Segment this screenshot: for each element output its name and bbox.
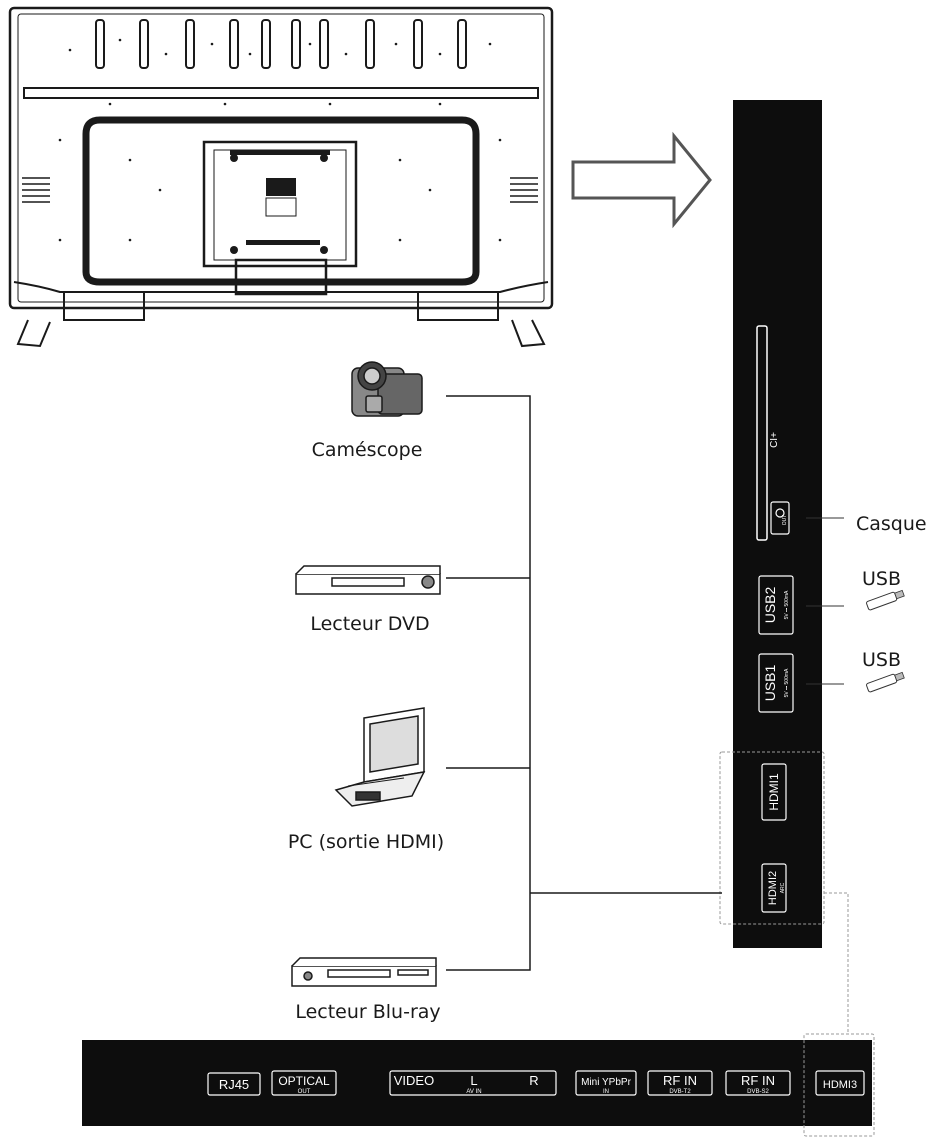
mini-ypbpr-port: Mini YPbPr IN xyxy=(575,1070,637,1096)
usb-label-1: USB xyxy=(862,568,901,590)
connection-lines xyxy=(446,395,722,971)
usb2-spec: 5V ⎓ 500mA xyxy=(784,590,790,619)
usb-stick-icon xyxy=(866,671,905,693)
rf-in-s2-label: RF IN xyxy=(741,1073,775,1088)
hdmi3-label: HDMI3 xyxy=(823,1079,857,1091)
usb1-port: USB1 5V ⎓ 500mA xyxy=(758,653,794,713)
usb1-label: USB1 xyxy=(762,665,778,702)
pc-label: PC (sortie HDMI) xyxy=(288,831,444,853)
laptop-icon xyxy=(334,707,426,807)
camcorder-icon xyxy=(351,361,423,417)
rj45-label: RJ45 xyxy=(219,1077,249,1092)
hdmi3-group-outline xyxy=(803,1033,875,1137)
ci-slot xyxy=(756,325,768,541)
headphone-icon xyxy=(775,508,785,518)
rf-in-s2-port: RF IN DVB-S2 xyxy=(725,1070,791,1096)
mini-ypbpr-in-label: IN xyxy=(603,1089,609,1095)
headphone-out-label: OUT xyxy=(782,515,788,526)
hdmi1-port: HDMI1 xyxy=(761,763,787,821)
rf-in-t2-label: RF IN xyxy=(663,1073,697,1088)
av-in-port: VIDEO L R AV IN xyxy=(389,1070,557,1096)
bottom-panel xyxy=(82,1040,872,1126)
l-label: L xyxy=(470,1073,477,1088)
rf-in-s2-sub: DVB-S2 xyxy=(747,1089,769,1095)
usb-stick-icon xyxy=(866,589,905,611)
hdmi2-arc: ARC xyxy=(780,882,786,893)
headphone-label: Casque xyxy=(856,513,927,535)
optical-port: OPTICAL OUT xyxy=(271,1070,337,1096)
optical-label: OPTICAL xyxy=(278,1074,330,1088)
hdmi3-dotted-connector xyxy=(824,892,849,1034)
hdmi2-port: HDMI2 ARC xyxy=(761,863,787,913)
usb-label-2: USB xyxy=(862,649,901,671)
tv-rear-rivets xyxy=(58,38,502,242)
r-label: R xyxy=(529,1073,538,1088)
arrow-icon xyxy=(571,131,712,229)
tv-rear-illustration xyxy=(8,6,554,348)
rf-in-t2-sub: DVB-T2 xyxy=(669,1089,691,1095)
rj45-port: RJ45 xyxy=(207,1072,261,1096)
mini-ypbpr-label: Mini YPbPr xyxy=(581,1077,632,1088)
bluray-player-icon xyxy=(291,957,437,987)
usb2-label: USB2 xyxy=(762,587,778,624)
av-in-label: AV IN xyxy=(466,1089,481,1095)
hdmi2-label: HDMI2 xyxy=(767,871,779,905)
ci-label: CI+ xyxy=(769,432,780,448)
hdmi3-port: HDMI3 xyxy=(815,1070,865,1096)
dvd-player-icon xyxy=(295,565,441,595)
bluray-label: Lecteur Blu-ray xyxy=(295,1001,440,1023)
usb1-spec: 5V ⎓ 500mA xyxy=(784,668,790,697)
side-panel xyxy=(733,100,822,948)
hdmi1-label: HDMI1 xyxy=(767,773,781,811)
usb2-port: USB2 5V ⎓ 500mA xyxy=(758,575,794,635)
headphone-jack: OUT xyxy=(770,501,790,535)
optical-out-label: OUT xyxy=(298,1089,311,1095)
rf-in-t2-port: RF IN DVB-T2 xyxy=(647,1070,713,1096)
video-label: VIDEO xyxy=(394,1073,434,1088)
camcorder-label: Caméscope xyxy=(312,439,423,461)
dvd-label: Lecteur DVD xyxy=(310,613,429,635)
hdmi-side-group-outline xyxy=(719,751,825,925)
